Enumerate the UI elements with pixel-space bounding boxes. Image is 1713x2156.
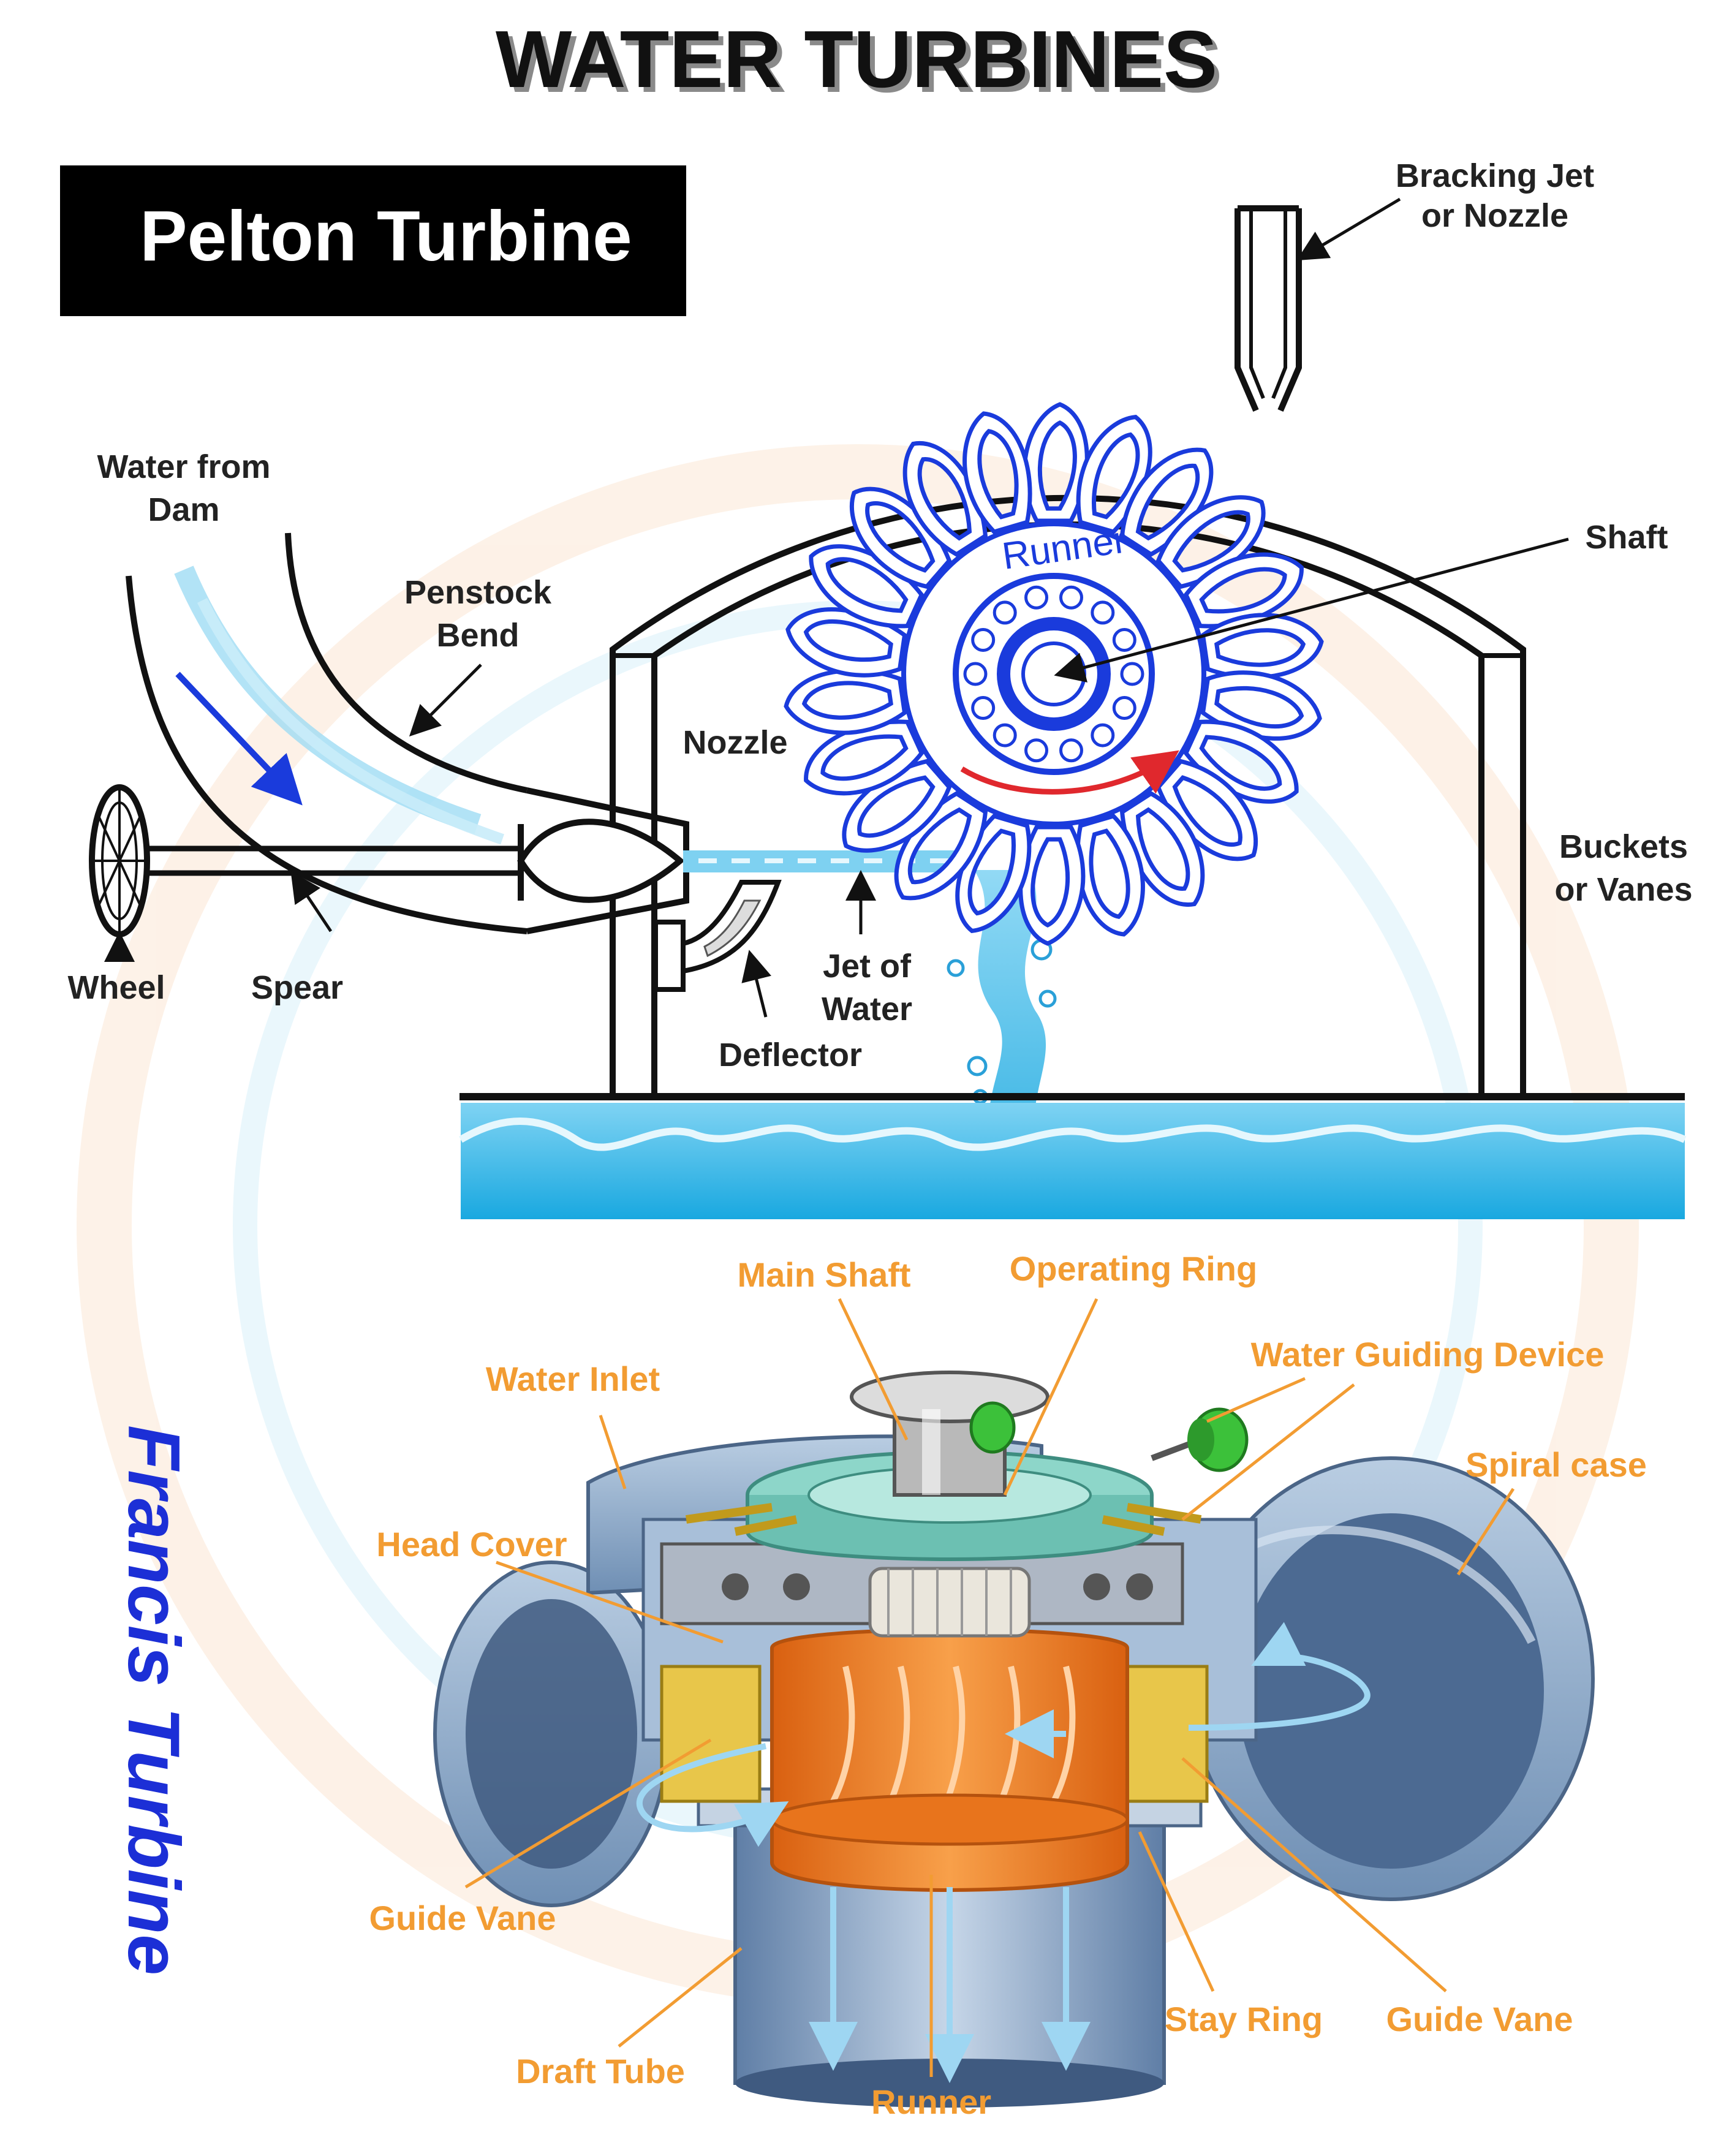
label-penstock-2: Bend: [437, 617, 520, 654]
pelton-pointers: [104, 197, 1569, 1018]
label-stay-ring: Stay Ring: [1165, 2000, 1323, 2038]
runner-bucket: [1183, 719, 1299, 804]
runner-bucket: [849, 486, 952, 589]
label-water-guiding-device: Water Guiding Device: [1251, 1335, 1605, 1374]
label-water-inlet: Water Inlet: [486, 1360, 660, 1398]
deflector: [653, 880, 782, 992]
label-water-from-dam-2: Dam: [148, 491, 219, 528]
label-shaft: Shaft: [1586, 519, 1668, 556]
label-wheel: Wheel: [67, 969, 165, 1006]
bracking-jet-nozzle: [1235, 205, 1302, 412]
label-main-shaft: Main Shaft: [737, 1255, 910, 1294]
water-guiding-device: [969, 1401, 1249, 1472]
runner-bucket: [1155, 758, 1258, 861]
runner-crown: [868, 1567, 1031, 1638]
pelton-heading: Pelton Turbine: [140, 196, 632, 276]
water-jet: [683, 850, 971, 872]
label-francis-runner: Runner: [871, 2082, 991, 2121]
label-head-cover: Head Cover: [376, 1525, 567, 1564]
label-jet-of-water-1: Jet of: [823, 948, 912, 985]
hand-wheel: [89, 784, 150, 937]
label-operating-ring: Operating Ring: [1010, 1249, 1257, 1288]
runner-bucket: [962, 411, 1032, 534]
main-title-front: WATER TURBINES: [496, 14, 1217, 104]
francis-labels: Main Shaft Operating Ring Water Guiding …: [369, 1249, 1647, 2121]
label-draft-tube: Draft Tube: [516, 2052, 685, 2090]
pelton-runner: [784, 402, 1324, 946]
label-guide-vane-left: Guide Vane: [369, 1899, 556, 1937]
label-penstock-1: Penstock: [404, 574, 552, 611]
label-buckets-2: or Vanes: [1554, 871, 1692, 908]
francis-leaders: [464, 1298, 1515, 2077]
penstock-pipe: [126, 532, 689, 934]
label-bracking-jet-1: Bracking Jet: [1396, 157, 1594, 194]
francis-section: Francis Turbine: [113, 1249, 1647, 2121]
label-buckets-1: Buckets: [1559, 828, 1688, 865]
label-jet-of-water-2: Water: [822, 991, 912, 1027]
pelton-heading-box: [60, 165, 686, 316]
label-deflector: Deflector: [719, 1037, 862, 1073]
francis-runner: [770, 1628, 1129, 1892]
main-title: WATER TURBINES: [501, 19, 1222, 109]
guide-vane-block-left: [660, 1665, 762, 1803]
pelton-labels: Water from Dam Penstock Bend Nozzle Runn…: [67, 157, 1692, 1073]
head-cover-holes: [722, 1573, 1153, 1600]
label-water-from-dam-1: Water from: [97, 448, 270, 485]
rotation-arrow: [960, 750, 1179, 795]
falling-water: [974, 870, 1046, 1152]
francis-heading: Francis Turbine: [113, 1425, 195, 1975]
label-spear: Spear: [251, 969, 343, 1006]
guide-linkage: [686, 1503, 1202, 1536]
label-bracking-jet-2: or Nozzle: [1421, 197, 1568, 234]
label-nozzle: Nozzle: [683, 724, 787, 761]
flow-arrows: [636, 1622, 1371, 2083]
spear-assembly: [147, 819, 685, 903]
label-guide-vane-right: Guide Vane: [1386, 2000, 1573, 2038]
river: [461, 1103, 1685, 1219]
runner-bucket: [809, 544, 925, 629]
flow-arrow: [175, 671, 303, 806]
label-spiral-case: Spiral case: [1465, 1445, 1647, 1484]
pelton-section: Pelton Turbine: [60, 157, 1693, 1219]
